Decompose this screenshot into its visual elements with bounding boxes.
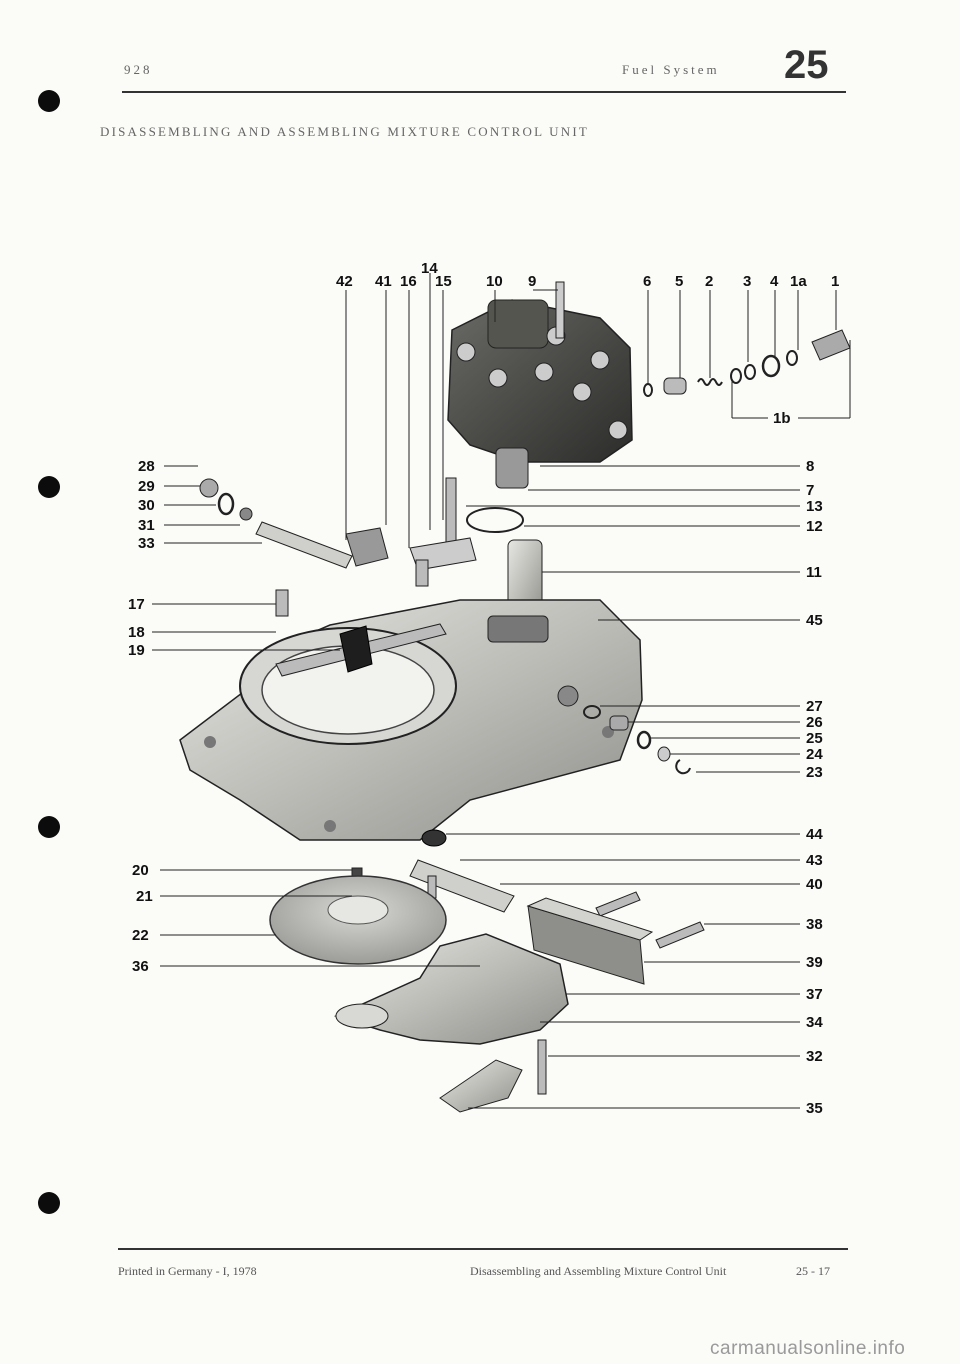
callout-label: 26 [806, 714, 823, 731]
callout-label: 41 [375, 273, 392, 290]
callout-label: 10 [486, 273, 503, 290]
callout-label: 28 [138, 458, 155, 475]
binder-hole [38, 90, 60, 112]
callout-label: 4 [770, 273, 779, 290]
binder-hole [38, 1192, 60, 1214]
callout-label: 13 [806, 498, 823, 515]
callout-label: 15 [435, 273, 452, 290]
callout-label: 23 [806, 764, 823, 781]
callout-label: 18 [128, 624, 145, 641]
callout-label: 20 [132, 862, 149, 879]
callout-label: 12 [806, 518, 823, 535]
callout-label: 40 [806, 876, 823, 893]
callout-label: 11 [806, 564, 822, 581]
callout-label: 42 [336, 273, 353, 290]
callout-label: 34 [806, 1014, 823, 1031]
callout-label: 27 [806, 698, 823, 715]
callout-label: 31 [138, 517, 155, 534]
callout-label: 7 [806, 482, 814, 499]
callout-label: 33 [138, 535, 155, 552]
header-model: 928 [124, 62, 153, 77]
callout-label: 2 [705, 273, 713, 290]
callout-label: 17 [128, 596, 145, 613]
callouts-right: 8 7 13 12 11 45 27 26 25 24 23 44 43 40 … [806, 458, 823, 1117]
binder-hole [38, 816, 60, 838]
callout-label: 39 [806, 954, 823, 971]
footer-rule [118, 1248, 848, 1250]
header-section: Fuel System [622, 62, 720, 77]
header-group-number: 25 [784, 43, 829, 87]
footer-printed: Printed in Germany - I, 1978 [118, 1264, 257, 1278]
callout-label: 1 [831, 273, 839, 290]
callout-label: 37 [806, 986, 823, 1003]
callout-label: 38 [806, 916, 823, 933]
callout-label: 32 [806, 1048, 823, 1065]
leader-lines [152, 273, 851, 1109]
callout-label: 3 [743, 273, 751, 290]
lever-parts [199, 477, 543, 621]
callouts-left: 28 29 30 31 33 17 18 19 20 21 22 36 [128, 458, 155, 975]
side-fittings [583, 705, 691, 775]
callout-label: 29 [138, 478, 155, 495]
footer-caption: Disassembling and Assembling Mixture Con… [470, 1264, 727, 1278]
air-flow-sensor-housing [179, 599, 643, 841]
lower-parts [269, 829, 705, 1113]
callout-label: 6 [643, 273, 651, 290]
callout-label: 36 [132, 958, 149, 975]
callout-label: 21 [136, 888, 153, 905]
callout-label: 5 [675, 273, 683, 290]
callout-label: 43 [806, 852, 823, 869]
callout-label: 19 [128, 642, 145, 659]
fuel-distributor [447, 281, 633, 489]
callout-label: 8 [806, 458, 814, 475]
binder-hole [38, 476, 60, 498]
callout-label: 30 [138, 497, 155, 514]
page-title: DISASSEMBLING AND ASSEMBLING MIXTURE CON… [100, 124, 590, 139]
callout-label: 1b [773, 410, 791, 427]
callout-label: 9 [528, 273, 536, 290]
callout-label: 44 [806, 826, 823, 843]
header-rule [122, 91, 846, 93]
callout-label: 24 [806, 746, 823, 763]
watermark-text: carmanualsonline.info [710, 1338, 906, 1359]
callout-label: 16 [400, 273, 417, 290]
footer-page-number: 25 - 17 [796, 1264, 830, 1278]
callout-label: 25 [806, 730, 823, 747]
callout-label: 1a [790, 273, 807, 290]
callout-label: 22 [132, 927, 149, 944]
callout-label: 35 [806, 1100, 823, 1117]
callout-label: 14 [421, 260, 438, 277]
plunger-parts [643, 329, 851, 397]
callouts-top: 14 42 41 16 15 10 9 6 5 2 3 4 1a 1 1b [336, 260, 839, 427]
callout-label: 45 [806, 612, 823, 629]
